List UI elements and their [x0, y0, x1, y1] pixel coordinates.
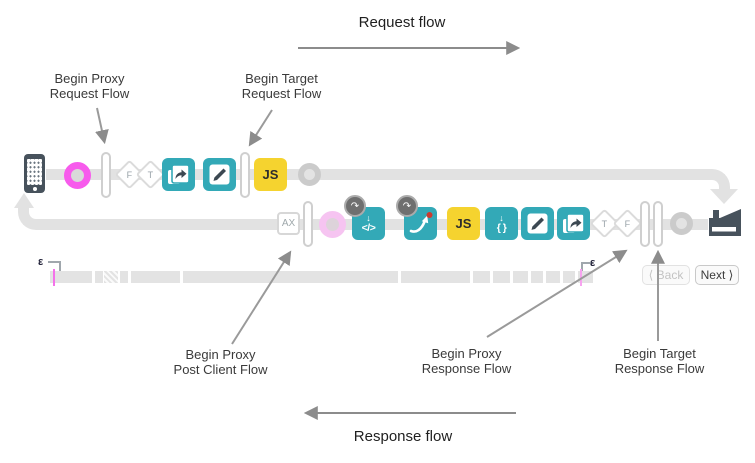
timeline-segment[interactable]	[401, 271, 470, 283]
condition-true-diamond[interactable]: T	[135, 159, 166, 190]
policy-callout-page-icon[interactable]	[557, 207, 590, 240]
label-begin-proxy-response-flow: Begin Proxy Response Flow	[394, 346, 539, 376]
timeline-segment[interactable]	[563, 271, 575, 283]
next-button[interactable]: Next ⟩	[695, 265, 739, 285]
timeline-end-tick	[580, 269, 582, 286]
label-line: Begin Proxy	[185, 347, 256, 362]
share-page-glyph	[563, 213, 585, 233]
factory-glyph	[709, 209, 741, 236]
share-page-glyph	[168, 164, 190, 184]
post-client-ring[interactable]	[319, 211, 346, 238]
down-arrow-glyph: ↓	[499, 212, 504, 223]
policy-callout-page-icon[interactable]	[162, 158, 195, 191]
begin-target-request-arrow	[248, 109, 273, 147]
policy-javascript-icon[interactable]: JS	[254, 158, 287, 191]
label-line: Begin Proxy	[431, 346, 502, 361]
timeline-segment[interactable]	[473, 271, 490, 283]
policy-javascript-icon[interactable]: JS	[447, 207, 480, 240]
label-line: Request Flow	[241, 86, 322, 101]
request-end-ring[interactable]	[298, 163, 321, 186]
begin-proxy-post-client-arrow	[231, 250, 292, 345]
begin-proxy-request-arrow	[95, 107, 109, 145]
timeline-segment[interactable]	[131, 271, 180, 283]
timeline-hatched-segment[interactable]	[104, 271, 118, 283]
pencil-glyph	[209, 164, 230, 185]
request-to-target-corner	[660, 169, 730, 193]
label-begin-proxy-request-flow: Begin Proxy Request Flow	[32, 71, 147, 101]
curly-braces-glyph: { }	[496, 221, 507, 234]
async-badge-icon: ↷	[396, 195, 418, 217]
policy-extract-json-icon[interactable]: ↓ { }	[485, 207, 518, 240]
label-begin-target-response-flow: Begin Target Response Flow	[587, 346, 732, 376]
post-client-flow-bar[interactable]	[303, 201, 313, 247]
timeline-segment[interactable]	[531, 271, 543, 283]
timeline-segment[interactable]	[513, 271, 528, 283]
js-label: JS	[455, 216, 472, 231]
timeline-segment[interactable]	[95, 271, 103, 283]
label-begin-proxy-post-client-flow: Begin Proxy Post Client Flow	[148, 347, 293, 377]
condition-letter: T	[147, 169, 154, 180]
label-line: Begin Target	[245, 71, 318, 86]
policy-assign-message-icon[interactable]	[521, 207, 554, 240]
proxy-endpoint-ring[interactable]	[64, 162, 91, 189]
left-elision-bracket	[48, 261, 61, 271]
label-line: Request Flow	[49, 86, 130, 101]
label-line: Post Client Flow	[173, 362, 268, 377]
left-elision-marker: ε	[38, 256, 44, 268]
analytics-ax-box[interactable]: AX	[277, 212, 300, 235]
label-line: Begin Target	[623, 346, 696, 361]
response-flow-title: Response flow	[353, 428, 453, 445]
target-factory-icon[interactable]	[707, 206, 743, 243]
label-line: Begin Proxy	[54, 71, 125, 86]
request-track	[46, 169, 700, 180]
trace-timeline[interactable]	[48, 271, 593, 283]
response-to-client-corner	[18, 208, 66, 230]
begin-proxy-response-arrow	[486, 249, 628, 338]
request-flow-title: Request flow	[358, 14, 446, 31]
label-line: Response Flow	[421, 361, 512, 376]
response-end-ring[interactable]	[670, 212, 693, 235]
phone-screen	[27, 159, 42, 185]
callout-arrow-glyph	[409, 212, 433, 233]
policy-service-callout-icon[interactable]: ↷	[396, 195, 437, 240]
async-badge-icon: ↷	[344, 195, 366, 217]
down-arrow-glyph: ↓	[366, 212, 371, 223]
ax-label: AX	[281, 218, 296, 229]
to-target-arrowhead-icon	[710, 189, 738, 204]
condition-letter: T	[601, 218, 608, 229]
policy-assign-message-icon[interactable]	[203, 158, 236, 191]
code-glyph: ↓ </>	[361, 212, 376, 234]
condition-letter: F	[126, 169, 133, 180]
back-button[interactable]: ⟨ Back	[642, 265, 690, 285]
client-phone-icon[interactable]	[24, 154, 45, 193]
proxy-response-flow-bar[interactable]	[640, 201, 650, 247]
code-brackets-glyph: </>	[361, 221, 376, 234]
js-label: JS	[262, 167, 279, 182]
label-begin-target-request-flow: Begin Target Request Flow	[224, 71, 339, 101]
policy-extract-code-icon[interactable]: ↷ ↓ </>	[344, 195, 385, 240]
timeline-cursor-tick[interactable]	[53, 269, 55, 286]
timeline-segment[interactable]	[183, 271, 398, 283]
proxy-request-flow-bar[interactable]	[101, 152, 111, 198]
label-line: Response Flow	[614, 361, 705, 376]
right-elision-marker: ε	[590, 257, 596, 269]
timeline-segment[interactable]	[50, 271, 92, 283]
timeline-segment[interactable]	[493, 271, 510, 283]
target-request-flow-bar[interactable]	[240, 152, 250, 198]
condition-letter: F	[624, 218, 631, 229]
target-response-flow-bar[interactable]	[653, 201, 663, 247]
condition-false-diamond[interactable]: F	[612, 208, 643, 239]
timeline-segment[interactable]	[120, 271, 128, 283]
timeline-segment[interactable]	[546, 271, 560, 283]
pencil-glyph	[527, 213, 548, 234]
braces-glyph: ↓ { }	[496, 212, 507, 234]
to-client-arrowhead-icon	[14, 193, 34, 208]
